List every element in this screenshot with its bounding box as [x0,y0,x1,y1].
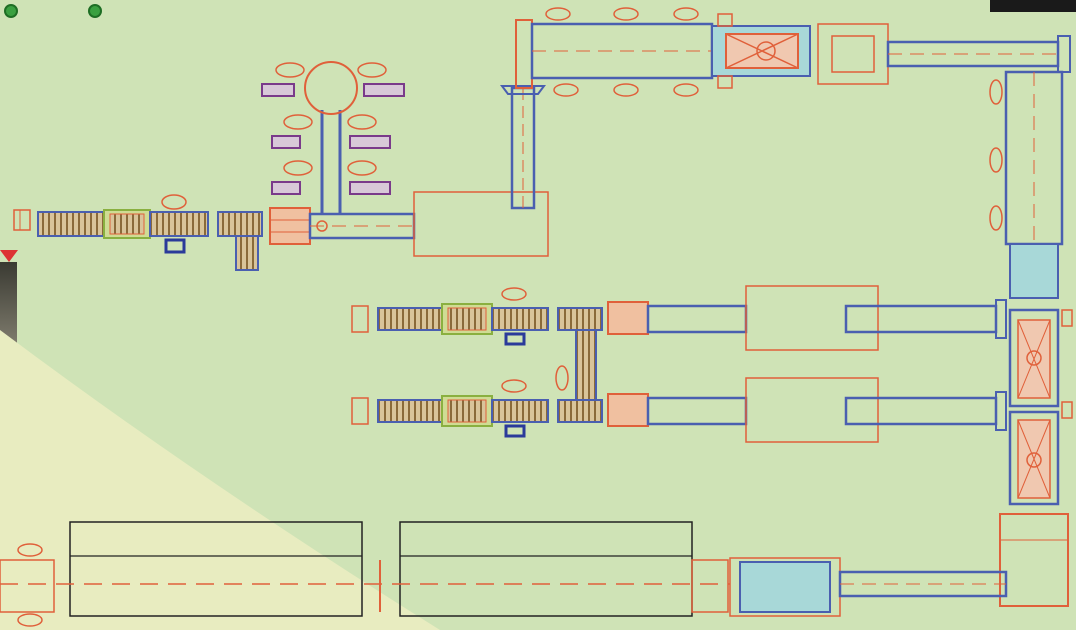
palletizer [999,513,1069,607]
top-header-line [515,7,1071,97]
roller-conveyor [149,211,209,237]
status-dot-icon [4,4,18,18]
top-production-line [13,61,549,271]
filler-unit [739,561,831,613]
operator-symbol-icon [555,365,569,391]
red-triangle-icon [0,250,18,262]
capper-unit [817,23,889,85]
roller-conveyor [37,211,105,237]
roller-conveyor [217,211,263,237]
right-vertical-line [989,70,1069,607]
pallet-icon [13,209,31,231]
pallet-icon [351,305,369,333]
operator-symbol-icon [161,194,187,210]
transfer-conveyor [575,329,597,401]
corner-bar [990,0,1076,12]
background-highlight [0,330,440,630]
side-conveyor [235,235,259,271]
pallet-icon [351,397,369,425]
rotary-table [304,61,358,115]
tank [745,377,879,443]
bottom-line [0,521,1008,627]
holding-tank [399,521,693,617]
operator-panel [164,238,186,254]
transfer-unit [269,207,311,245]
tank [413,191,549,257]
middle-line-1 [351,285,1073,351]
status-dot-icon [88,4,102,18]
tank [745,285,879,351]
holding-tank [69,521,363,617]
middle-line-2 [351,377,1073,443]
